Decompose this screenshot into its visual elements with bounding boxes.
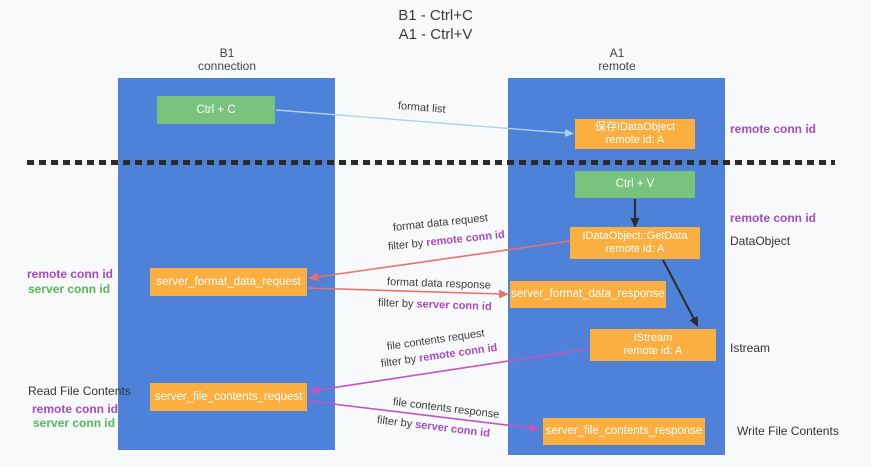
- server-file-contents-response-box: server_file_contents_response: [543, 418, 705, 445]
- ctrl-v-box: Ctrl + V: [575, 171, 695, 198]
- format-data-response-filter: filter by server conn id: [378, 297, 492, 313]
- ctrl-v-label: Ctrl + V: [615, 178, 655, 190]
- dataobject-annotation: DataObject: [730, 234, 791, 248]
- remote-conn-id-right-mid: remote conn id: [730, 211, 817, 225]
- filter-key: remote conn id: [425, 228, 506, 249]
- server-file-contents-request-box: server_file_contents_request: [150, 383, 307, 411]
- server-format-data-response-label: server_format_data_response: [511, 288, 665, 300]
- lane-b1-name: B1: [219, 46, 235, 60]
- format-list-label: format list: [397, 100, 447, 116]
- remote-conn-id-left-mid: remote conn id: [27, 267, 114, 281]
- getdata-line2: remote id: A: [605, 243, 665, 255]
- server-conn-id-left-bottom: server conn id: [33, 416, 116, 430]
- diagram-title: B1 - Ctrl+C A1 - Ctrl+V: [0, 6, 871, 44]
- remote-conn-id-left-bottom: remote conn id: [32, 402, 119, 416]
- read-file-contents-annotation: Read File Contents: [28, 384, 131, 398]
- istream-annotation: Istream: [730, 341, 771, 355]
- lane-a1-role: remote: [598, 59, 636, 73]
- server-format-data-response-box: server_format_data_response: [510, 281, 666, 308]
- filter-key: server conn id: [414, 418, 491, 440]
- istream-line1: IStream: [633, 332, 673, 344]
- write-file-contents-annotation: Write File Contents: [737, 424, 839, 438]
- title-line-1: B1 - Ctrl+C: [398, 7, 473, 24]
- dashed-divider: [27, 160, 835, 165]
- filter-key: server conn id: [416, 298, 492, 313]
- filter-prefix: filter by: [380, 352, 420, 370]
- server-conn-id-left-mid: server conn id: [28, 282, 111, 296]
- title-line-2: A1 - Ctrl+V: [398, 26, 473, 43]
- filter-prefix: filter by: [387, 237, 427, 253]
- save-idataobject-line2: remote id: A: [605, 134, 665, 146]
- lane-a1-name: A1: [609, 46, 625, 60]
- getdata-line1: IDataObject::GetData: [582, 230, 688, 242]
- server-file-contents-response-label: server_file_contents_response: [545, 425, 703, 437]
- format-data-request-label: format data request: [392, 212, 489, 234]
- ctrl-c-box: Ctrl + C: [157, 96, 275, 124]
- lane-header-a1: A1 remote: [547, 47, 687, 73]
- server-format-data-request-label: server_format_data_request: [156, 275, 301, 288]
- server-file-contents-request-label: server_file_contents_request: [154, 390, 303, 403]
- lane-b1-role: connection: [197, 59, 257, 73]
- lane-header-b1: B1 connection: [157, 47, 297, 73]
- idataobject-getdata-box: IDataObject::GetData remote id: A: [570, 227, 700, 259]
- istream-box: IStream remote id: A: [590, 329, 716, 361]
- filter-prefix: filter by: [377, 297, 417, 311]
- filter-prefix: filter by: [376, 414, 416, 431]
- format-data-response-label: format data response: [386, 276, 492, 292]
- save-idataobject-line1: 保存IDataObject: [594, 121, 676, 133]
- server-format-data-request-box: server_format_data_request: [150, 268, 307, 296]
- ctrl-c-label: Ctrl + C: [196, 103, 236, 116]
- remote-conn-id-right-top: remote conn id: [730, 122, 817, 136]
- istream-line2: remote id: A: [623, 345, 683, 357]
- save-idataobject-box: 保存IDataObject remote id: A: [575, 119, 695, 149]
